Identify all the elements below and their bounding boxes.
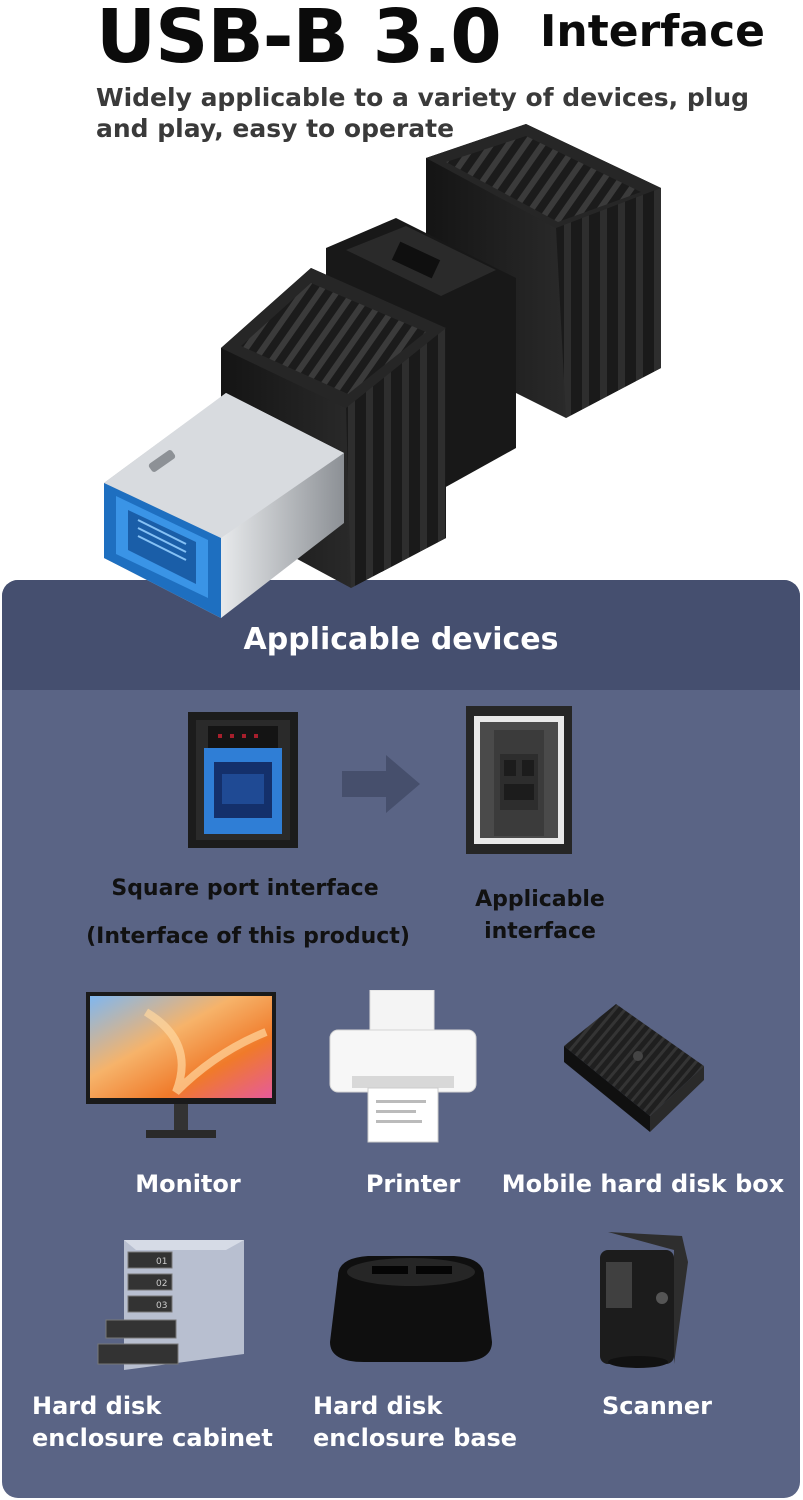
usb-b-adapter-image [104,124,661,618]
arrow-right-icon [342,755,420,813]
page-subtitle: Widely applicable to a variety of device… [96,82,796,144]
subtitle-line-1: Widely applicable to a variety of device… [96,83,750,112]
hard-disk-enclosure-cabinet-image: 01 02 03 [97,1240,244,1370]
printer-image [329,990,477,1143]
device-label-hard-disk-enclosure-cabinet: Hard disk enclosure cabinet [32,1390,302,1454]
hard-disk-enclosure-base-image [330,1256,492,1362]
title-row: USB-B 3.0 Interface [96,0,796,80]
svg-text:03: 03 [156,1301,167,1311]
applicable-interface-label: Applicable interface [440,884,640,948]
device-label-monitor: Monitor [135,1170,241,1198]
square-port-label-line1: Square port interface [111,876,379,901]
applicable-devices-panel: Applicable devices Square port interface… [2,580,800,1498]
device-label-cabinet-line2: enclosure cabinet [32,1424,273,1452]
subtitle-line-2: and play, easy to operate [96,114,455,143]
square-port-image [188,712,298,848]
applicable-interface-label-line2: interface [484,919,596,944]
applicable-interface-label-line1: Applicable [475,887,605,912]
scanner-image [600,1232,688,1368]
device-label-mobile-hard-disk-box: Mobile hard disk box [501,1170,785,1198]
device-label-printer: Printer [365,1170,461,1198]
square-port-label-2: (Interface of this product) [58,924,438,949]
svg-text:01: 01 [156,1257,167,1267]
monitor-image [86,992,276,1138]
applicable-interface-image [466,706,572,854]
device-label-scanner: Scanner [602,1392,712,1420]
square-port-label-line2: (Interface of this product) [86,924,410,949]
device-label-cabinet-line1: Hard disk [32,1392,162,1420]
svg-text:02: 02 [156,1279,167,1289]
panel-header: Applicable devices [2,580,800,690]
device-label-base-line2: enclosure base [313,1424,518,1452]
page-title: USB-B 3.0 [96,0,502,80]
mobile-hard-disk-box-image [564,1004,704,1132]
page-title-suffix: Interface [540,6,766,57]
device-label-hard-disk-enclosure-base: Hard disk enclosure base [313,1390,553,1454]
panel-title: Applicable devices [243,622,559,657]
device-label-base-line1: Hard disk [313,1392,443,1420]
square-port-label: Square port interface [90,876,400,901]
